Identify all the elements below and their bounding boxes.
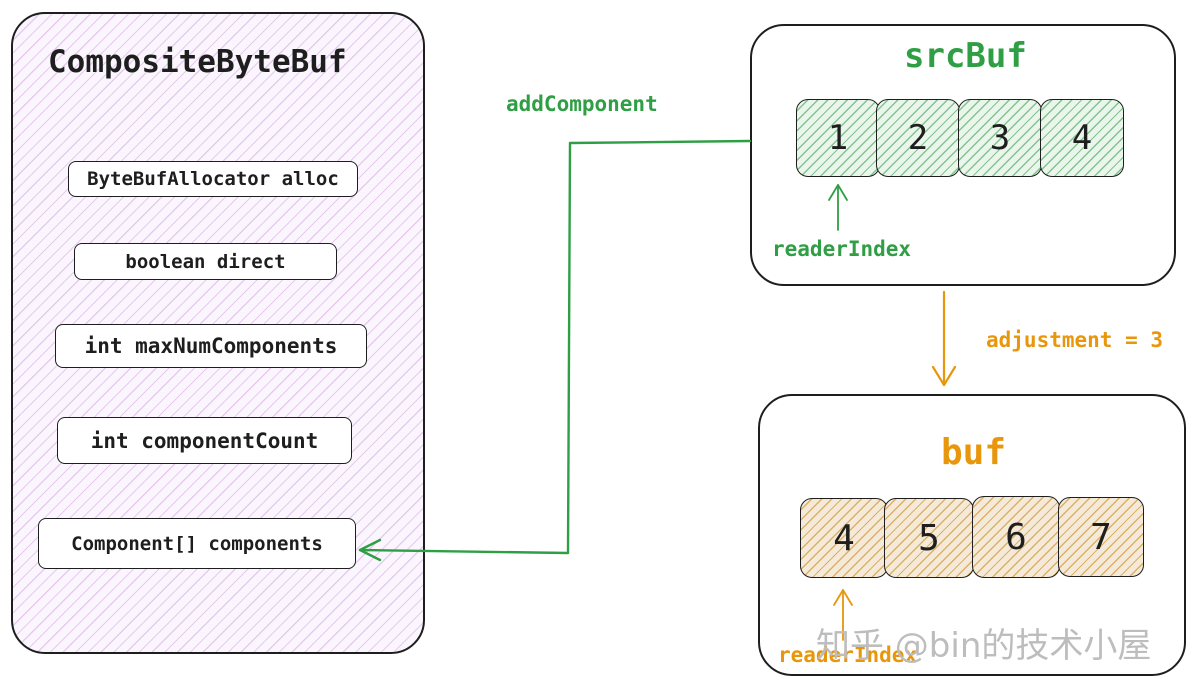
field-allocator: ByteBufAllocator alloc	[68, 161, 358, 197]
buf-reader-index-label: readerIndex	[778, 643, 918, 667]
buf-reader-index-arrowhead	[833, 589, 853, 606]
buf-cell-4: 4	[800, 498, 888, 578]
watermark: 知乎 @bin的技术小屋	[816, 626, 1152, 666]
adjustment-arrowhead	[931, 365, 957, 387]
buf-cell-7: 7	[1058, 497, 1144, 577]
src-cell-4: 4	[1040, 99, 1124, 177]
src-reader-index-label: readerIndex	[772, 237, 912, 261]
src-cell-2: 2	[876, 99, 960, 177]
composite-bytebuf-title: CompositeByteBuf	[48, 44, 347, 80]
field-direct: boolean direct	[74, 243, 337, 280]
src-cell-1: 1	[796, 99, 880, 177]
field-max-num-components: int maxNumComponents	[55, 324, 367, 368]
buf-cell-6: 6	[972, 496, 1060, 578]
add-component-label: addComponent	[506, 92, 658, 116]
adjustment-label: adjustment = 3	[986, 328, 1164, 352]
add-component-arrow	[358, 139, 752, 555]
buf-title: buf	[941, 432, 1007, 473]
add-component-arrowhead	[358, 538, 382, 562]
field-component-count: int componentCount	[57, 417, 352, 464]
src-cell-3: 3	[958, 99, 1042, 177]
buf-cell-5: 5	[884, 498, 974, 578]
src-reader-index-arrowhead	[828, 184, 848, 201]
src-buf-title: srcBuf	[904, 36, 1027, 76]
field-components: Component[] components	[38, 518, 356, 569]
